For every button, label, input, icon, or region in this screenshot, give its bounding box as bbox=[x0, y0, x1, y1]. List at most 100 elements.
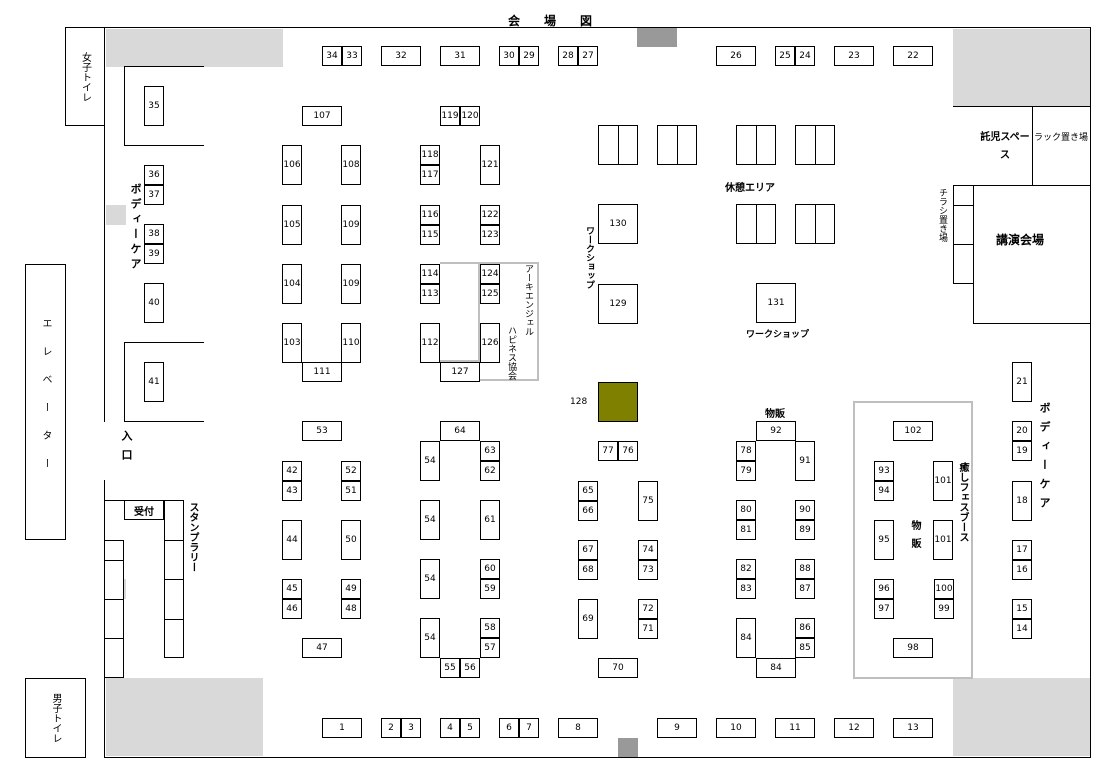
booth-40: 40 bbox=[144, 283, 164, 323]
booth-56: 56 bbox=[460, 658, 480, 678]
booth-85: 85 bbox=[795, 638, 815, 658]
wall-right bbox=[1090, 27, 1091, 758]
booth-16: 16 bbox=[1012, 560, 1032, 580]
booth-89: 89 bbox=[795, 520, 815, 540]
booth-1: 1 bbox=[322, 718, 362, 738]
men-toilet: 男子トイレ bbox=[25, 678, 86, 758]
rt-div bbox=[677, 125, 678, 165]
map-title: 会 場 図 bbox=[508, 14, 593, 28]
flyer-shelf bbox=[953, 185, 974, 284]
workshop-horizontal-label: ワークショップ bbox=[746, 330, 810, 340]
booth-27: 27 bbox=[578, 46, 598, 66]
booth-111: 111 bbox=[302, 362, 342, 382]
booth-8: 8 bbox=[558, 718, 598, 738]
booth-78: 78 bbox=[736, 441, 756, 461]
booth-24: 24 bbox=[795, 46, 815, 66]
booth-116: 116 bbox=[420, 205, 440, 225]
booth-49: 49 bbox=[341, 579, 361, 599]
booth-100: 100 bbox=[934, 579, 954, 599]
booth-120: 120 bbox=[460, 106, 480, 126]
booth-6: 6 bbox=[499, 718, 519, 738]
sales-right-label: 物販 bbox=[909, 520, 920, 556]
grey-zone-bl bbox=[106, 678, 263, 756]
archangel-group bbox=[440, 262, 539, 381]
booth-47: 47 bbox=[302, 638, 342, 658]
rt-div bbox=[618, 125, 619, 165]
body-care-right-label: ボディーケア bbox=[1038, 402, 1051, 516]
booth-20: 20 bbox=[1012, 421, 1032, 441]
rest-area-label: 休憩エリア bbox=[725, 183, 775, 194]
booth-90: 90 bbox=[795, 500, 815, 520]
reception-line bbox=[104, 500, 184, 501]
booth-74: 74 bbox=[638, 540, 658, 560]
booth-130: 130 bbox=[598, 204, 638, 244]
booth-101a: 101 bbox=[933, 461, 953, 501]
booth-98: 98 bbox=[893, 638, 933, 658]
booth-87: 87 bbox=[795, 579, 815, 599]
body-care-left-label: ボディーケア bbox=[129, 183, 142, 273]
booth-17: 17 bbox=[1012, 540, 1032, 560]
booth-62: 62 bbox=[480, 461, 500, 481]
booth-44: 44 bbox=[282, 520, 302, 560]
wall-top bbox=[65, 27, 1091, 28]
booth-93: 93 bbox=[874, 461, 894, 481]
women-toilet: 女子トイレ bbox=[65, 27, 105, 126]
booth-109a: 109 bbox=[341, 205, 361, 245]
entrance-label: 入口 bbox=[120, 430, 133, 468]
room-line3 bbox=[973, 185, 1091, 186]
booth-39: 39 bbox=[144, 244, 164, 264]
rdl1 bbox=[104, 560, 124, 561]
rt-div bbox=[815, 125, 816, 165]
booth-54a: 54 bbox=[420, 441, 440, 481]
booth-46: 46 bbox=[282, 599, 302, 619]
booth-32: 32 bbox=[381, 46, 421, 66]
booth-30: 30 bbox=[499, 46, 519, 66]
booth-13: 13 bbox=[893, 718, 933, 738]
booth-55: 55 bbox=[440, 658, 460, 678]
booth-117: 117 bbox=[420, 165, 440, 185]
booth-101b: 101 bbox=[933, 520, 953, 560]
rdl2 bbox=[104, 599, 124, 600]
booth-7: 7 bbox=[519, 718, 539, 738]
booth-96: 96 bbox=[874, 579, 894, 599]
booth-25: 25 bbox=[775, 46, 795, 66]
fs1 bbox=[953, 205, 974, 206]
booth-83: 83 bbox=[736, 579, 756, 599]
booth-54c: 54 bbox=[420, 559, 440, 599]
booth-57: 57 bbox=[480, 638, 500, 658]
booth-61: 61 bbox=[480, 500, 500, 540]
booth-10: 10 bbox=[716, 718, 756, 738]
booth-22: 22 bbox=[893, 46, 933, 66]
booth-80: 80 bbox=[736, 500, 756, 520]
childcare-label: 託児スペース bbox=[980, 132, 1030, 161]
booth-114: 114 bbox=[420, 264, 440, 284]
booth-126: 126 bbox=[480, 323, 500, 363]
booth-118: 118 bbox=[420, 145, 440, 165]
booth-105: 105 bbox=[282, 205, 302, 245]
booth-79: 79 bbox=[736, 461, 756, 481]
booth-29: 29 bbox=[519, 46, 539, 66]
booth-123: 123 bbox=[480, 225, 500, 245]
booth-54d: 54 bbox=[420, 618, 440, 658]
booth-128-label: 128 bbox=[570, 397, 588, 407]
rt-div bbox=[815, 204, 816, 244]
women-toilet-label: 女子トイレ bbox=[79, 51, 91, 102]
booth-23: 23 bbox=[834, 46, 874, 66]
booth-60: 60 bbox=[480, 559, 500, 579]
booth-68: 68 bbox=[578, 560, 598, 580]
reception: 受付 bbox=[124, 500, 164, 520]
reception-desk-left bbox=[104, 540, 124, 678]
booth-108: 108 bbox=[341, 145, 361, 185]
booth-122: 122 bbox=[480, 205, 500, 225]
booth-2: 2 bbox=[381, 718, 401, 738]
booth-35: 35 bbox=[144, 86, 164, 126]
booth-119: 119 bbox=[440, 106, 460, 126]
grey-zone-br bbox=[953, 678, 1090, 756]
booth-42: 42 bbox=[282, 461, 302, 481]
booth-9: 9 bbox=[657, 718, 697, 738]
booth-66: 66 bbox=[578, 501, 598, 521]
booth-102: 102 bbox=[893, 421, 933, 441]
booth-86: 86 bbox=[795, 618, 815, 638]
booth-33: 33 bbox=[342, 46, 362, 66]
booth-48: 48 bbox=[341, 599, 361, 619]
